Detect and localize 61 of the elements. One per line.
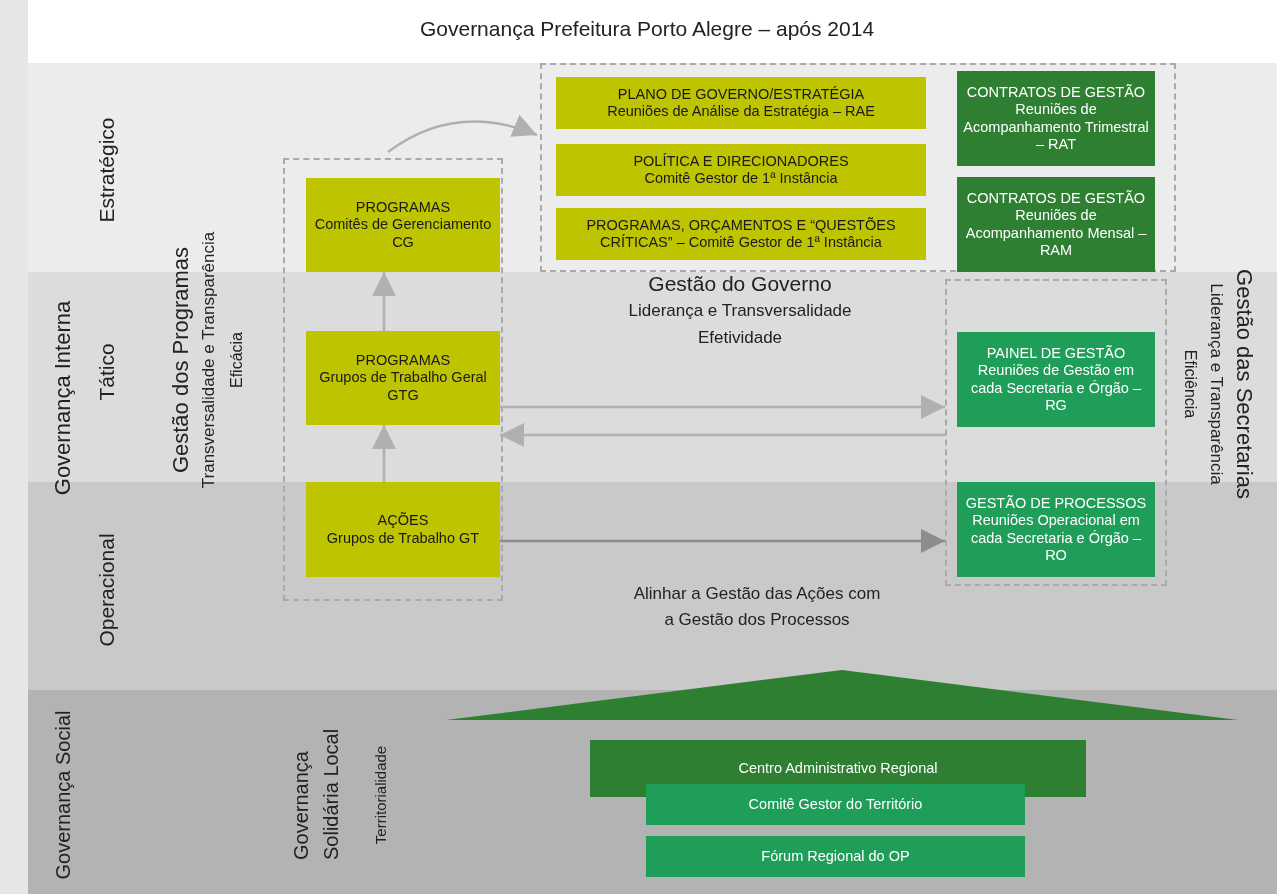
box-heading: CONTRATOS DE GESTÃO (966, 189, 1146, 208)
dashed-group-frame (945, 279, 1167, 586)
process-box (556, 144, 926, 196)
arrow (500, 529, 945, 553)
text-label: Gestão das Secretarias (1231, 269, 1257, 499)
text-label: Transversalidade e Transparência (199, 231, 219, 489)
process-box (957, 177, 1155, 272)
process-box (646, 836, 1025, 877)
text-label: Governança Solidária Local (289, 727, 343, 860)
text-label: Alinhar a Gestão das Ações com a Gestão dos Processos (632, 582, 882, 630)
process-box (957, 482, 1155, 577)
text-label: Tático (95, 343, 119, 401)
process-box (957, 332, 1155, 427)
text-label: Liderança e Transversalidade (628, 301, 852, 321)
process-box (306, 331, 500, 425)
text-label: Governança Social (51, 710, 75, 880)
box-heading: POLÍTICA E DIRECIONADORES (633, 152, 849, 170)
arrow (500, 423, 945, 447)
box-text: Reuniões de Acompanhamento Trimestral – RAT (962, 101, 1150, 154)
text-label: Gestão dos Programas (168, 246, 194, 474)
box-heading: CONTRATOS DE GESTÃO (966, 83, 1146, 102)
process-box (306, 178, 500, 272)
box-text: PROGRAMAS, ORÇAMENTOS E “QUESTÕES CRÍTICAS” – Comitê Gestor de 1ª Instância (585, 216, 897, 252)
dashed-group-frame (283, 158, 503, 601)
text-label: Efetividade (697, 328, 783, 348)
arrow (500, 395, 945, 419)
box-heading: PAINEL DE GESTÃO (986, 344, 1126, 363)
diagram-title: Governança Prefeitura Porto Alegre – após 2014 (419, 17, 875, 41)
box-heading: PROGRAMAS (355, 351, 451, 370)
box-text: Grupos de Trabalho Geral GTG (318, 369, 488, 405)
box-heading: PROGRAMAS (355, 198, 451, 217)
box-text: Reuniões de Gestão em cada Secretaria e Órgão – RG (969, 362, 1143, 415)
box-text: Fórum Regional do OP (761, 847, 910, 866)
box-heading: PLANO DE GOVERNO/ESTRATÉGIA (617, 85, 865, 103)
text-label: Governança Interna (50, 300, 76, 496)
process-box (646, 784, 1025, 825)
box-text: Comitê Gestor de 1ª Instância (644, 170, 838, 188)
box-heading: GESTÃO DE PROCESSOS (965, 494, 1147, 513)
text-label: Liderança e Transparência (1206, 283, 1226, 485)
box-heading: AÇÕES (377, 512, 429, 530)
text-label: Territorialidade (371, 745, 389, 845)
box-text: Reuniões Operacional em cada Secretaria e Órgão – RO (969, 512, 1143, 565)
box-text: Centro Administrativo Regional (738, 759, 938, 778)
text-label: Gestão do Governo (648, 272, 832, 296)
box-text: Reuniões de Análise da Estratégia – RAE (607, 103, 875, 121)
arrow (387, 115, 538, 154)
process-box (556, 77, 926, 129)
box-text: Reuniões de Acompanhamento Mensal – RAM (964, 207, 1148, 260)
box-text: Comitês de Gerenciamento CG (313, 216, 493, 252)
arrow (372, 425, 396, 482)
box-text: Grupos de Trabalho GT (326, 529, 480, 547)
text-label: Eficácia (228, 332, 246, 388)
process-box (306, 482, 500, 577)
text-label: Eficiência (1181, 349, 1199, 419)
arrow (372, 272, 396, 331)
box-text: Comitê Gestor do Território (748, 795, 923, 814)
dashed-group-frame (540, 63, 1176, 272)
text-label: Operacional (95, 533, 119, 647)
process-box (556, 208, 926, 260)
text-label: Estratégico (95, 117, 119, 223)
process-box (957, 71, 1155, 166)
